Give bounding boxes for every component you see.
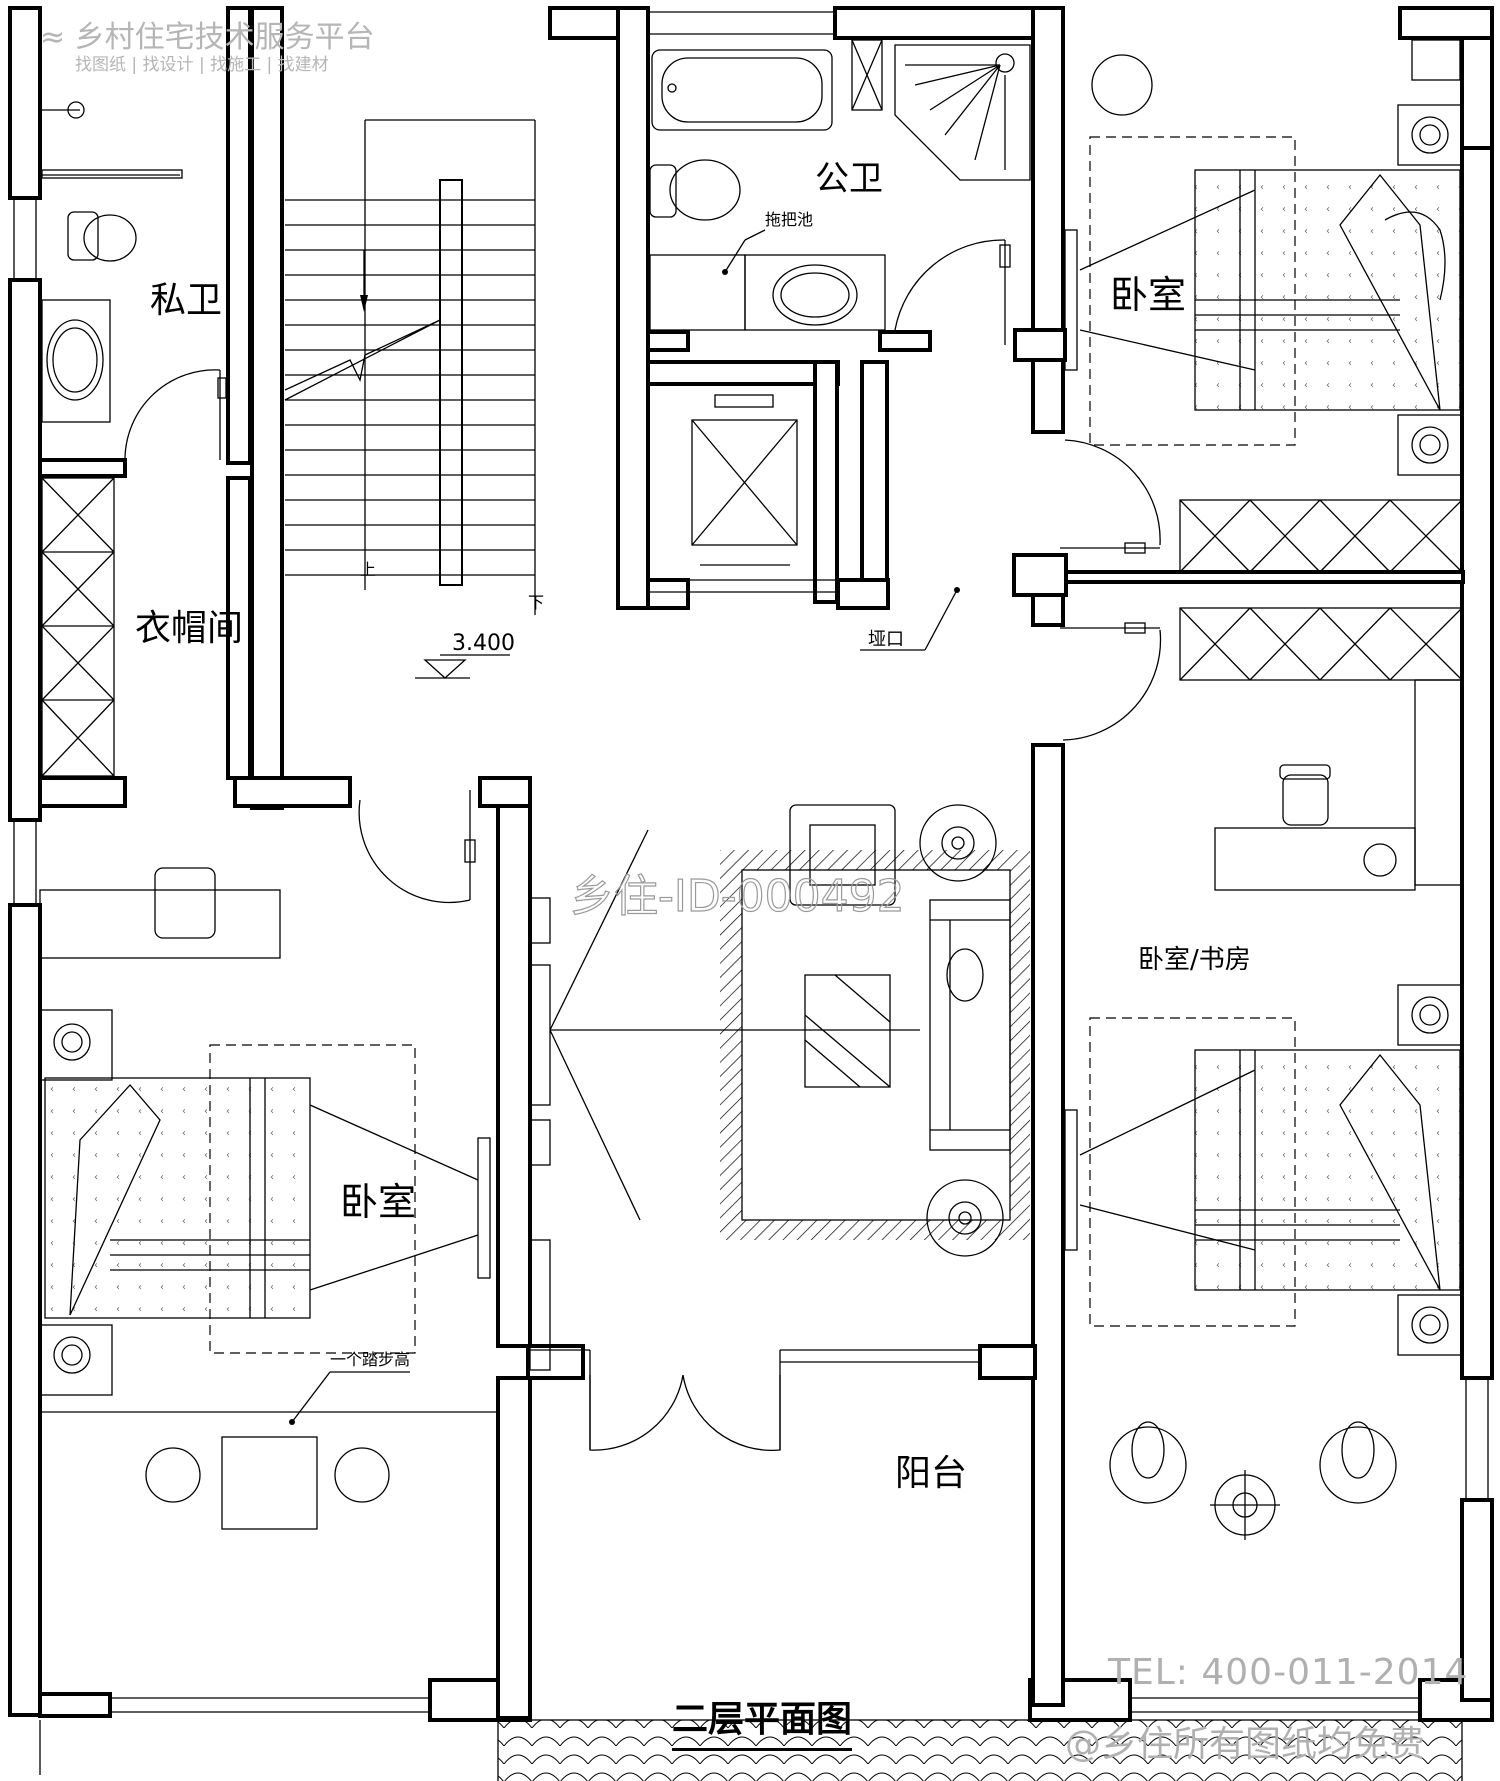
bedroom-study-label: 卧室/书房 bbox=[1138, 945, 1251, 975]
step-note-label: 一个踏步高 bbox=[330, 1350, 410, 1369]
watermark-slogan: @乡住所有图纸均免费 bbox=[1065, 1724, 1426, 1765]
private-bath-label: 私卫 bbox=[150, 280, 222, 321]
drawing-title-html: 二层平面图 bbox=[672, 1690, 853, 1751]
cloakroom-wardrobe bbox=[41, 477, 115, 777]
stair-up-label: 上 bbox=[360, 560, 376, 579]
outer-walls bbox=[8, 6, 1494, 1722]
bedroom-ne-furniture bbox=[1060, 39, 1463, 573]
watermark-logo-icon: ≈ bbox=[40, 20, 66, 55]
public-bath-label: 公卫 bbox=[815, 159, 883, 199]
elevation-marker bbox=[415, 654, 510, 679]
staircase bbox=[284, 119, 536, 615]
public-bath-fixtures bbox=[649, 39, 1031, 345]
watermark-brand: ≈ 乡村住宅技术服务平台 bbox=[40, 12, 375, 56]
watermark-brand-text: 乡村住宅技术服务平台 bbox=[74, 20, 375, 55]
opening-marker bbox=[860, 587, 960, 651]
cloakroom-label: 衣帽间 bbox=[135, 608, 243, 649]
watermark-services: 找图纸 | 找设计 | 找施工 | 找建材 bbox=[75, 55, 329, 75]
elevator-shaft bbox=[650, 394, 835, 593]
watermark-center-id: 乡住-ID-000492 bbox=[569, 870, 905, 922]
bedroom-study-furniture bbox=[1060, 607, 1463, 1540]
elevation-label: 3.400 bbox=[452, 631, 515, 656]
lounge-furniture bbox=[529, 804, 1030, 1452]
bedroom-sw-label: 卧室 bbox=[340, 1180, 416, 1224]
interior-walls bbox=[38, 6, 1465, 1720]
private-bath-fixtures bbox=[40, 101, 227, 460]
watermark-tel: TEL: 400-011-2014 bbox=[1108, 1652, 1469, 1693]
windows bbox=[13, 11, 1489, 1713]
bedroom-ne-label: 卧室 bbox=[1110, 273, 1186, 317]
mop-sink-label: 拖把池 bbox=[765, 210, 813, 229]
balcony-railing bbox=[497, 1719, 1463, 1781]
opening-label: 垭口 bbox=[868, 629, 904, 650]
stair-down-label: 下 bbox=[528, 593, 544, 612]
balcony-label: 阳台 bbox=[895, 1453, 967, 1494]
bedroom-sw-furniture bbox=[39, 790, 498, 1530]
